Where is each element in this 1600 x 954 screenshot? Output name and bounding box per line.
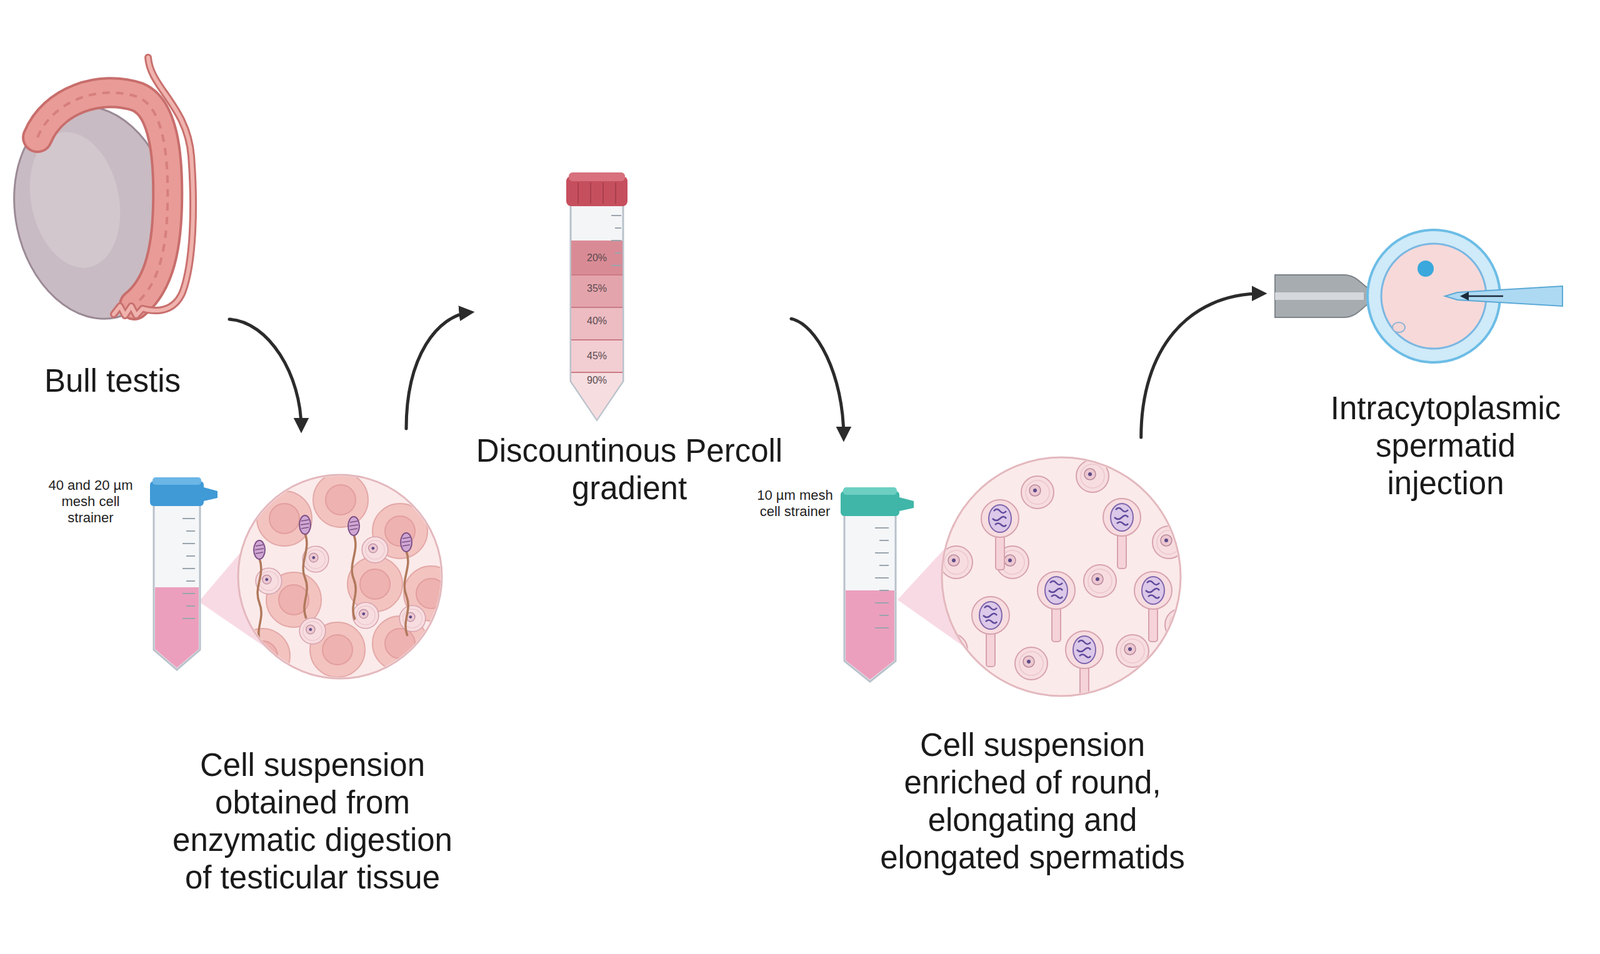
- strainer-label: 40 and 20 µm mesh cell strainer: [43, 477, 138, 527]
- oocyte-nucleus: [1417, 260, 1434, 277]
- holding-pipette: [1275, 275, 1369, 318]
- elongating-spermatid: [1037, 571, 1075, 642]
- injection-arrowhead: [1460, 291, 1469, 301]
- cap-rim: [152, 477, 202, 485]
- conical-tube: [844, 513, 896, 682]
- cap-tab: [203, 487, 218, 502]
- round-spermatid: [361, 536, 389, 564]
- flow-arrow: [229, 319, 302, 429]
- zoom-circle: [941, 457, 1181, 697]
- round-spermatid: [940, 546, 973, 579]
- strainer-label: 10 µm mesh cell strainer: [751, 487, 839, 520]
- step-node: Discountinous Percoll gradient: [470, 163, 792, 519]
- cell-mix: [235, 472, 459, 684]
- germ-cell: [313, 472, 369, 528]
- elongating-spermatid: [981, 500, 1019, 570]
- pipette-lumen: [1275, 292, 1364, 300]
- gradient-percent: 90%: [578, 374, 616, 387]
- gradient-percent: 20%: [578, 251, 616, 265]
- injection-pipette: [1445, 286, 1563, 307]
- step-node: Intracytoplasmic spermatid injection: [1262, 212, 1588, 519]
- cap-ridges: [578, 182, 616, 204]
- tube-liquid: [155, 587, 199, 669]
- round-spermatid: [399, 605, 426, 632]
- step-caption: Intracytoplasmic spermatid injection: [1317, 390, 1574, 503]
- layer-35: [565, 275, 629, 308]
- layer-90: [565, 372, 629, 425]
- graduation-marks: [611, 215, 622, 266]
- flow-arrow: [406, 312, 470, 429]
- round-spermatid: [1083, 565, 1117, 598]
- step-caption: Bull testis: [12, 362, 213, 400]
- vas-deferens-outline: [113, 57, 194, 316]
- gradient-layers: [565, 240, 629, 425]
- testis: [0, 91, 193, 334]
- round-spermatid: [1116, 635, 1149, 668]
- cap-tab: [899, 497, 914, 512]
- gradient-percent: 40%: [578, 315, 616, 328]
- round-spermatid: [1015, 647, 1048, 680]
- graduation-marks: [875, 528, 889, 629]
- layer-40: [565, 307, 629, 340]
- germ-cell: [235, 628, 290, 684]
- round-spermatid: [1076, 460, 1109, 493]
- elongating-spermatid: [971, 596, 1010, 667]
- spermatozoon: [348, 516, 360, 620]
- layer-lines: [565, 275, 629, 373]
- epididymis-outline: [37, 92, 168, 305]
- elongating-spermatid: [1065, 631, 1104, 702]
- round-spermatid: [1165, 608, 1198, 642]
- step-node: Cell suspension obtained from enzymatic …: [156, 428, 469, 907]
- layer-20: [565, 240, 629, 275]
- flow-arrow: [1141, 293, 1263, 438]
- elongating-spermatid: [1134, 571, 1172, 642]
- epididymis-texture: [37, 92, 168, 305]
- spermatozoon: [400, 533, 412, 637]
- flow-arrow: [791, 318, 844, 438]
- step-node: Bull testis: [12, 50, 230, 407]
- epididymis: [37, 92, 168, 305]
- round-spermatid: [935, 633, 968, 667]
- round-spermatid: [1021, 476, 1054, 509]
- spermatozoon: [299, 515, 311, 619]
- step-caption: Discountinous Percoll gradient: [470, 432, 789, 508]
- cap-rim: [843, 487, 897, 495]
- round-spermatid: [299, 618, 326, 645]
- round-spermatid: [352, 602, 379, 629]
- injection-arrow: [1463, 295, 1504, 298]
- gradient-percent: 35%: [578, 282, 616, 295]
- gradient-percent: 45%: [578, 350, 616, 363]
- tube-liquid: [845, 590, 895, 680]
- layer-45: [565, 340, 629, 373]
- step-node: Cell suspension enriched of round, elong…: [837, 437, 1201, 900]
- spermatid-mix: [935, 460, 1198, 702]
- graduation-marks: [182, 518, 195, 619]
- round-spermatid: [1152, 526, 1185, 559]
- spermatozoon: [253, 540, 265, 644]
- step-caption: Cell suspension obtained from enzymatic …: [162, 746, 463, 897]
- vas-deferens: [113, 57, 194, 316]
- polar-body: [1392, 322, 1405, 333]
- step-caption: Cell suspension enriched of round, elong…: [866, 726, 1199, 877]
- cap-rim: [568, 172, 625, 182]
- elongating-spermatid: [1103, 498, 1141, 569]
- conical-tube: [153, 505, 200, 670]
